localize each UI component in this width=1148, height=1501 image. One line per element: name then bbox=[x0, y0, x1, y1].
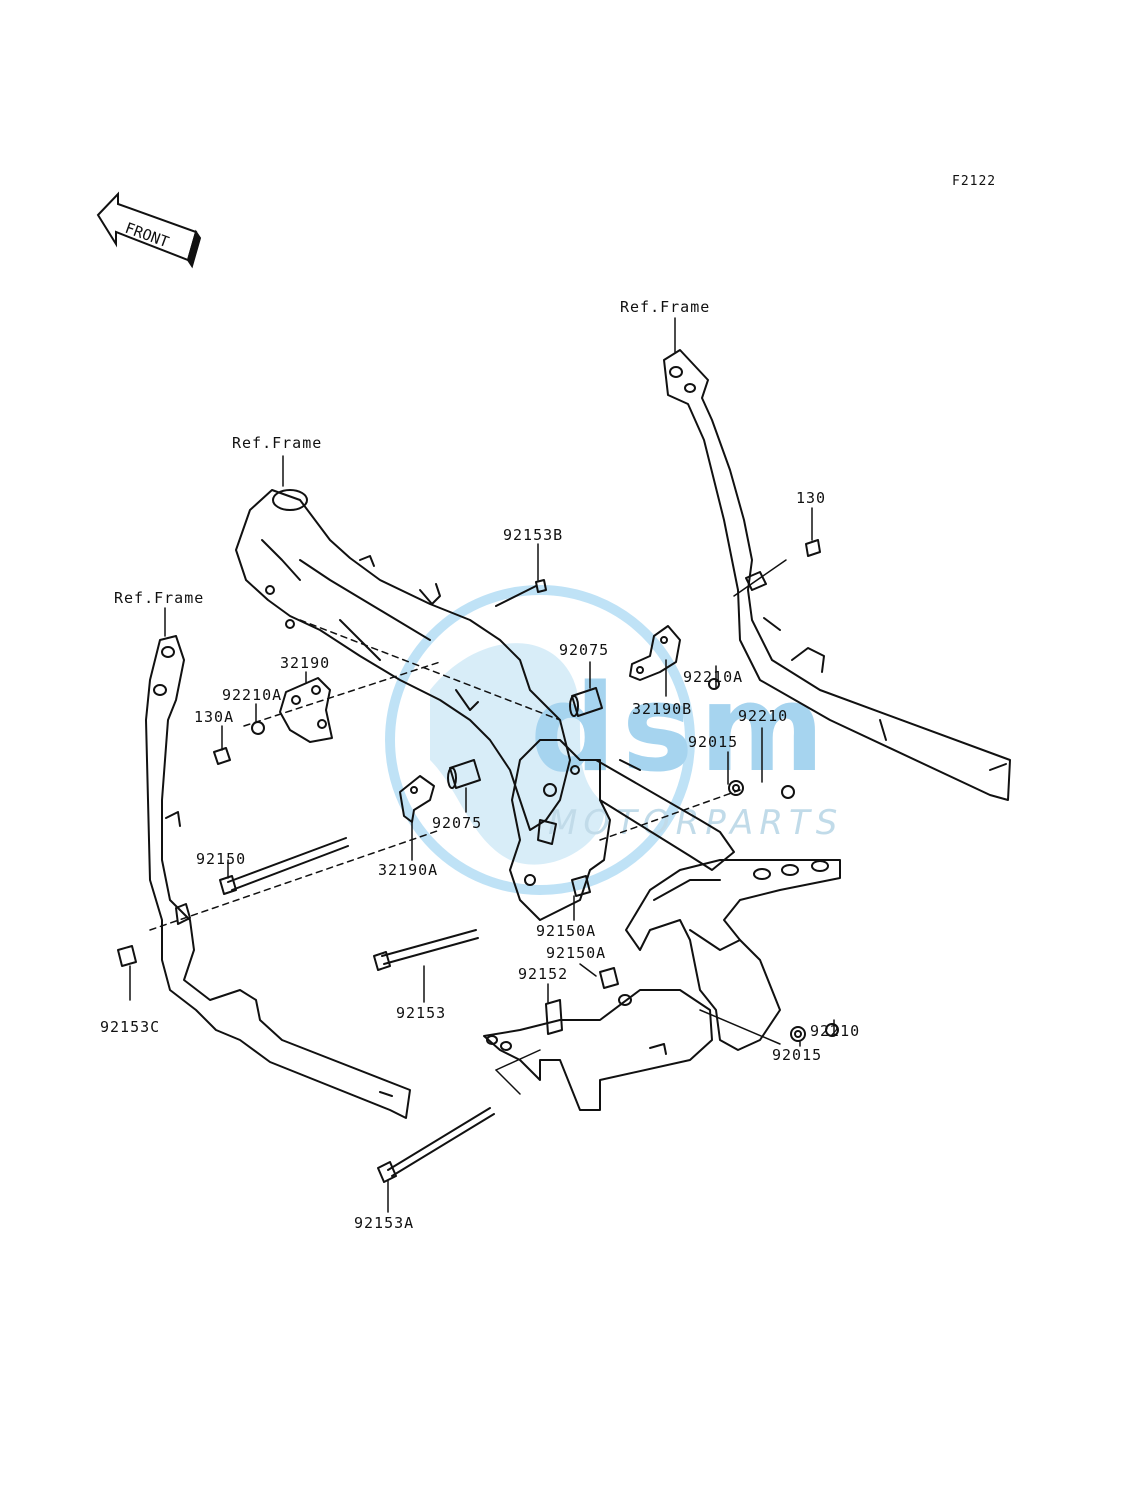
hardware-small-parts bbox=[252, 679, 838, 1041]
center-engine-bracket bbox=[510, 740, 610, 920]
part-label-92150A-upper: 92150A bbox=[536, 922, 597, 940]
leader-lines bbox=[130, 318, 834, 1212]
part-label-92152: 92152 bbox=[518, 965, 569, 983]
left-frame-rail bbox=[146, 636, 410, 1118]
part-label-92015-upper: 92015 bbox=[688, 733, 739, 751]
part-label-92150: 92150 bbox=[196, 850, 247, 868]
mount-plate-32190 bbox=[280, 678, 332, 742]
watermark-logo: dsm MOTORPARTS bbox=[390, 590, 843, 890]
part-label-130A: 130A bbox=[194, 708, 235, 726]
part-label-92153A: 92153A bbox=[354, 1214, 415, 1232]
part-label-92153B: 92153B bbox=[503, 526, 564, 544]
part-label-92015-lower: 92015 bbox=[772, 1046, 823, 1064]
part-label-92153C: 92153C bbox=[100, 1018, 161, 1036]
part-label-92210-upper: 92210 bbox=[738, 707, 789, 725]
lower-cradle bbox=[626, 860, 840, 1050]
bolt-92153C bbox=[118, 946, 136, 966]
part-label-92075-upper: 92075 bbox=[559, 641, 610, 659]
upper-frame-backbone bbox=[236, 490, 570, 830]
lower-swing-bracket bbox=[484, 990, 712, 1110]
diagram-code: F2122 bbox=[952, 174, 997, 189]
part-label-130: 130 bbox=[796, 489, 827, 507]
bolt-92153A bbox=[378, 1108, 494, 1182]
ref-frame-label: Ref.Frame bbox=[232, 434, 323, 452]
bolt-130 bbox=[806, 540, 820, 556]
watermark-text: MOTORPARTS bbox=[548, 803, 843, 843]
part-label-92150A-lower: 92150A bbox=[546, 944, 607, 962]
part-label-92153: 92153 bbox=[396, 1004, 447, 1022]
part-label-32190: 32190 bbox=[280, 654, 331, 672]
svg-text:dsm: dsm bbox=[530, 660, 830, 799]
mount-plate-32190A bbox=[400, 776, 434, 822]
rubber-mount-lower bbox=[448, 760, 480, 788]
part-label-92210-lower: 92210 bbox=[810, 1022, 861, 1040]
bolt-92153 bbox=[374, 930, 478, 970]
part-label-92210A-left: 92210A bbox=[222, 686, 283, 704]
front-arrow-icon: FRONT bbox=[98, 194, 200, 266]
ref-frame-label: Ref.Frame bbox=[620, 298, 711, 316]
ref-frame-label: Ref.Frame bbox=[114, 589, 205, 607]
part-label-32190A: 32190A bbox=[378, 861, 439, 879]
mount-plate-32190B bbox=[630, 626, 680, 680]
part-label-32190B: 32190B bbox=[632, 700, 693, 718]
rubber-mount-upper bbox=[570, 688, 602, 716]
cross-tube bbox=[596, 760, 734, 870]
bolt-92153B bbox=[496, 580, 546, 606]
right-frame-rail bbox=[664, 350, 1010, 800]
part-label-92075-lower: 92075 bbox=[432, 814, 483, 832]
part-label-92210A-right: 92210A bbox=[683, 668, 744, 686]
